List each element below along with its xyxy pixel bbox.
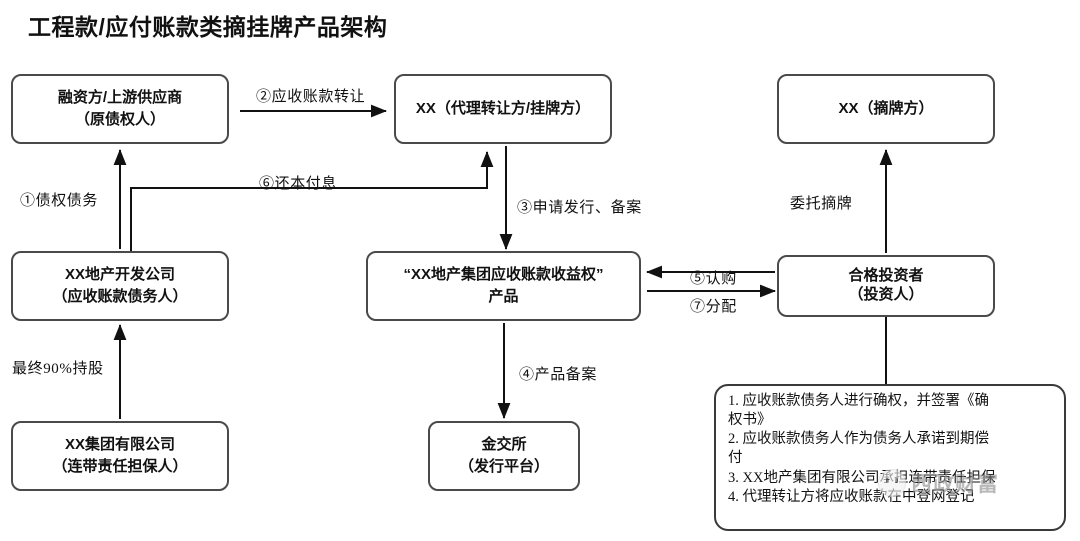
node-investor[interactable]: 合格投资者 （投资人） <box>777 255 995 317</box>
edge-label-entrust-bid: 委托摘牌 <box>790 196 853 212</box>
note-line-5: 3. XX地产集团有限公司承担连带责任担保 <box>728 469 996 486</box>
node-agent[interactable]: XX（代理转让方/挂牌方） <box>394 74 612 144</box>
node-exchange-line2: （发行平台） <box>458 458 549 475</box>
node-developer[interactable]: XX地产开发公司 （应收账款债务人） <box>11 251 229 321</box>
note-line-1: 1. 应收账款债务人进行确权，并签署《确 <box>728 393 989 409</box>
edge-label-1-creditor-debt: ①债权债务 <box>20 193 99 209</box>
node-group-line1: XX集团有限公司 <box>64 435 175 453</box>
node-agent-line1: XX（代理转让方/挂牌方） <box>415 99 591 117</box>
note-line-3: 2. 应收账款债务人作为债务人承诺到期偿 <box>728 431 989 448</box>
edge-label-holding-90pct: 最终90%持股 <box>12 361 104 377</box>
node-financier-line2: （原债权人） <box>74 111 165 128</box>
note-box: 1. 应收账款债务人进行确权，并签署《确 权书》 2. 应收账款债务人作为债务人… <box>714 384 1066 531</box>
edge-label-3-issuance-filing: ③申请发行、备案 <box>517 200 642 216</box>
note-line-2: 权书》 <box>728 412 772 429</box>
node-product-line1: “XX地产集团应收账款收益权” <box>403 265 604 283</box>
edge-label-7-distribution: ⑦分配 <box>690 299 737 315</box>
node-exchange[interactable]: 金交所 （发行平台） <box>428 421 580 491</box>
edge-label-4-product-filing: ④产品备案 <box>519 367 598 383</box>
node-developer-line1: XX地产开发公司 <box>64 265 175 283</box>
node-product[interactable]: “XX地产集团应收账款收益权” 产品 <box>366 251 641 321</box>
note-line-6: 4. 代理转让方将应收账款在中登网登记 <box>728 488 975 505</box>
node-financier-line1: 融资方/上游供应商 <box>57 88 183 106</box>
note-line-4: 付 <box>728 450 743 467</box>
node-bidder[interactable]: XX（摘牌方） <box>777 74 995 144</box>
node-bidder-line1: XX（摘牌方） <box>838 99 934 117</box>
node-financier[interactable]: 融资方/上游供应商 （原债权人） <box>11 74 229 144</box>
edge-label-5-subscription: ⑤认购 <box>690 271 737 287</box>
page-title: 工程款/应付账款类摘挂牌产品架构 <box>28 14 388 40</box>
node-group-line2: （连带责任担保人） <box>52 458 188 475</box>
edge-label-6-principal-interest: ⑥还本付息 <box>259 176 338 192</box>
node-group[interactable]: XX集团有限公司 （连带责任担保人） <box>11 421 229 491</box>
node-developer-line2: （应收账款债务人） <box>52 288 188 305</box>
node-investor-line1: 合格投资者 <box>848 267 924 285</box>
node-exchange-line1: 金交所 <box>481 435 527 453</box>
node-product-line2: 产品 <box>488 288 519 305</box>
edge-label-2-receivable-transfer: ②应收账款转让 <box>256 89 366 105</box>
node-investor-line2: （投资人） <box>848 286 924 303</box>
